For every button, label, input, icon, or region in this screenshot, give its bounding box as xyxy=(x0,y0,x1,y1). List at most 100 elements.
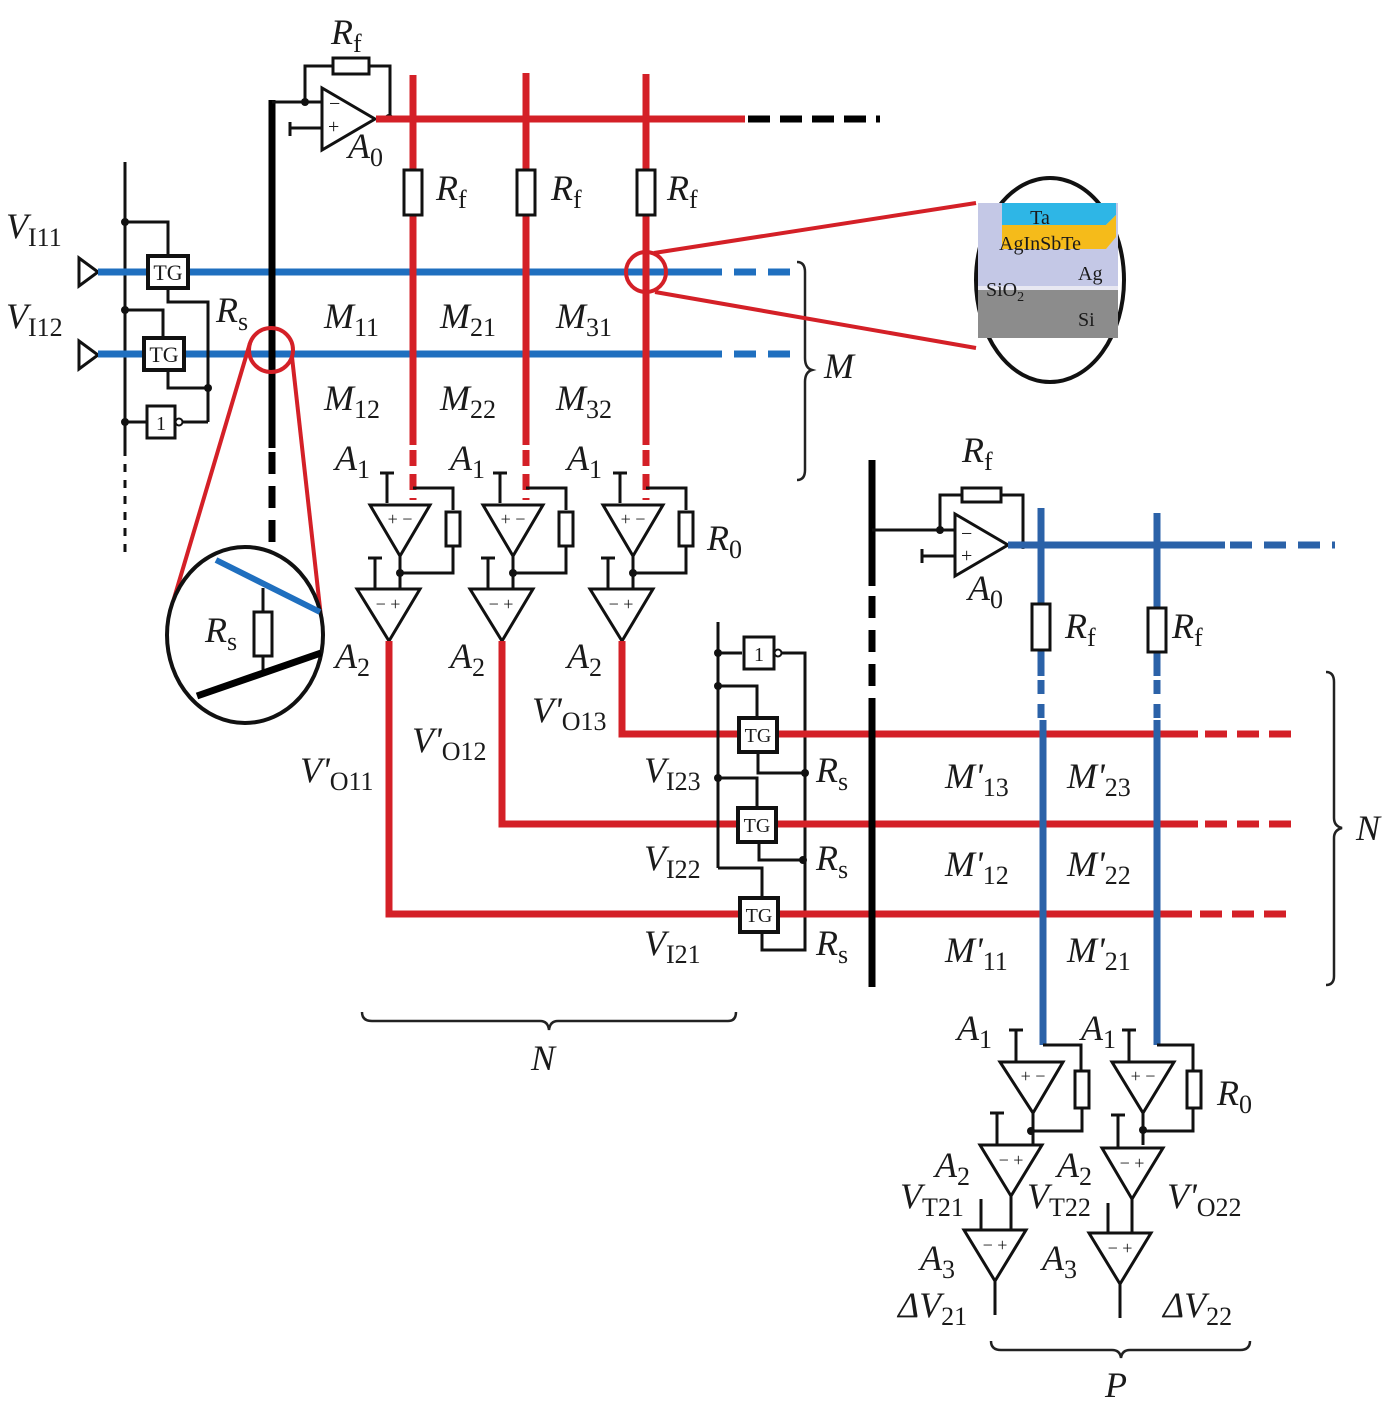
device-cross-section-inset: Ta AgInSbTe Ag SiO2 Si xyxy=(624,176,1126,384)
series-resistor-label-2b: Rs xyxy=(815,838,848,884)
svg-text:TG: TG xyxy=(149,342,178,367)
amp-a2-label-2: A2 xyxy=(448,636,485,682)
brace-m-label: M xyxy=(823,346,856,386)
amp-a3-label-2-2: A3 xyxy=(1040,1238,1077,1284)
brace-p-label: P xyxy=(1104,1365,1127,1405)
column-amp-2-1: + − − + − + xyxy=(961,1028,1091,1315)
cell-m12p: M'12 xyxy=(944,844,1009,890)
column-resistor-label-1: Rf xyxy=(435,168,467,214)
column-resistor-label-2a: Rf xyxy=(1064,606,1096,652)
cell-m22p: M'22 xyxy=(1066,844,1131,890)
series-resistor-label-2c: Rs xyxy=(815,923,848,969)
svg-text:− +: − + xyxy=(489,594,514,614)
r0-label-2: R0 xyxy=(1216,1073,1252,1119)
svg-text:− +: − + xyxy=(609,594,634,614)
svg-text:− +: − + xyxy=(999,1150,1024,1170)
output-wire-vo12 xyxy=(498,641,745,828)
delta-v22-label: ΔV22 xyxy=(1161,1285,1232,1331)
input-label-vi23: VI23 xyxy=(644,750,701,796)
feedback-resistor-label-1: Rf xyxy=(330,12,362,58)
svg-text:TG: TG xyxy=(746,905,773,927)
brace-p xyxy=(989,1340,1252,1359)
svg-text:1: 1 xyxy=(156,413,166,435)
amp-a3-label-2-1: A3 xyxy=(918,1238,955,1284)
threshold-label-vt22: VT22 xyxy=(1027,1176,1091,1222)
input-label-vi11: VI11 xyxy=(6,206,62,252)
svg-text:1: 1 xyxy=(754,644,764,666)
svg-text:+ −: + − xyxy=(1131,1066,1156,1086)
svg-text:Ta: Ta xyxy=(1030,207,1050,229)
cell-m21: M21 xyxy=(439,296,496,342)
series-resistor-label-2a: Rs xyxy=(815,750,848,796)
input-label-vi22: VI22 xyxy=(644,838,701,884)
output-wire-vo11 xyxy=(385,641,745,918)
amp-a2-label-3: A2 xyxy=(565,636,602,682)
svg-text:Ag: Ag xyxy=(1078,263,1102,285)
input-buffer-2 xyxy=(77,338,101,372)
svg-text:SiO2: SiO2 xyxy=(986,279,1024,305)
red-column-1 xyxy=(402,75,424,500)
transmission-gate-tg3: TG xyxy=(737,716,779,754)
output-label-vo12: V'O12 xyxy=(412,720,486,766)
cell-m21p: M'21 xyxy=(1066,930,1131,976)
svg-text:+: + xyxy=(961,545,972,567)
svg-text:+ −: + − xyxy=(621,509,646,529)
amp-a1-label-2-1: A1 xyxy=(955,1008,992,1054)
threshold-label-vt21: VT21 xyxy=(900,1176,964,1222)
svg-text:TG: TG xyxy=(744,815,771,837)
svg-text:+ −: + − xyxy=(388,509,413,529)
zoom-inset-rs: Rs xyxy=(165,326,325,725)
cell-m12: M12 xyxy=(323,378,380,424)
svg-text:−: − xyxy=(961,523,972,545)
cell-m11: M11 xyxy=(323,296,379,342)
amp-a2-label-2-1: A2 xyxy=(933,1145,970,1191)
r0-label-1: R0 xyxy=(706,518,742,564)
amp-a1-label-3: A1 xyxy=(565,438,602,484)
transmission-gate-tg4: TG xyxy=(736,806,778,844)
column-resistor-label-3: Rf xyxy=(666,168,698,214)
blue-column-1 xyxy=(1030,508,1052,1045)
cell-m32: M32 xyxy=(555,378,612,424)
svg-text:+ −: + − xyxy=(1021,1066,1046,1086)
feedback-resistor-label-2: Rf xyxy=(961,430,993,476)
svg-text:Si: Si xyxy=(1078,309,1095,331)
output-label-vo11: V'O11 xyxy=(300,750,374,796)
opamp-a0-1: − + xyxy=(272,56,393,153)
input-label-vi12: VI12 xyxy=(6,296,63,342)
svg-text:+: + xyxy=(328,116,339,138)
column-resistor-label-2b: Rf xyxy=(1171,606,1203,652)
blue-column-2 xyxy=(1146,513,1168,1045)
input-label-vi21: VI21 xyxy=(644,923,701,969)
svg-text:TG: TG xyxy=(745,725,772,747)
transmission-gate-tg5: TG xyxy=(738,896,780,934)
cell-m13p: M'13 xyxy=(944,756,1009,802)
amp-a1-label-2-2: A1 xyxy=(1079,1008,1116,1054)
svg-text:TG: TG xyxy=(153,260,182,285)
red-column-3 xyxy=(635,74,657,500)
amp-a1-label-2: A1 xyxy=(448,438,485,484)
gate-wiring-1 xyxy=(121,218,212,426)
output-wire-vo13 xyxy=(618,641,745,738)
column-amp-2: + − − + xyxy=(467,471,575,644)
svg-text:Rs: Rs xyxy=(204,610,237,656)
inverter-gate-1: 1 xyxy=(145,404,184,440)
column-amp-1: + − − + xyxy=(354,471,462,644)
svg-text:− +: − + xyxy=(376,594,401,614)
output-label-vo22: V'O22 xyxy=(1167,1176,1241,1222)
output-label-vo13: V'O13 xyxy=(532,690,606,736)
opamp-a0-label-1: A0 xyxy=(346,126,383,172)
amp-a2-label-1: A2 xyxy=(333,636,370,682)
cell-m11p: M'11 xyxy=(944,930,1008,976)
cell-m23p: M'23 xyxy=(1066,756,1131,802)
svg-text:AgInSbTe: AgInSbTe xyxy=(999,233,1081,255)
cell-m31: M31 xyxy=(555,296,612,342)
opamp-a0-label-2: A0 xyxy=(966,568,1003,614)
svg-text:+ −: + − xyxy=(501,509,526,529)
control-line-2 xyxy=(714,622,809,952)
opamp-a0-2: − + xyxy=(872,486,1027,579)
series-resistor-label: Rs xyxy=(215,290,248,336)
brace-n-bottom xyxy=(360,1011,738,1031)
svg-text:−: − xyxy=(329,93,340,115)
column-amp-3: + − − + xyxy=(587,471,695,644)
